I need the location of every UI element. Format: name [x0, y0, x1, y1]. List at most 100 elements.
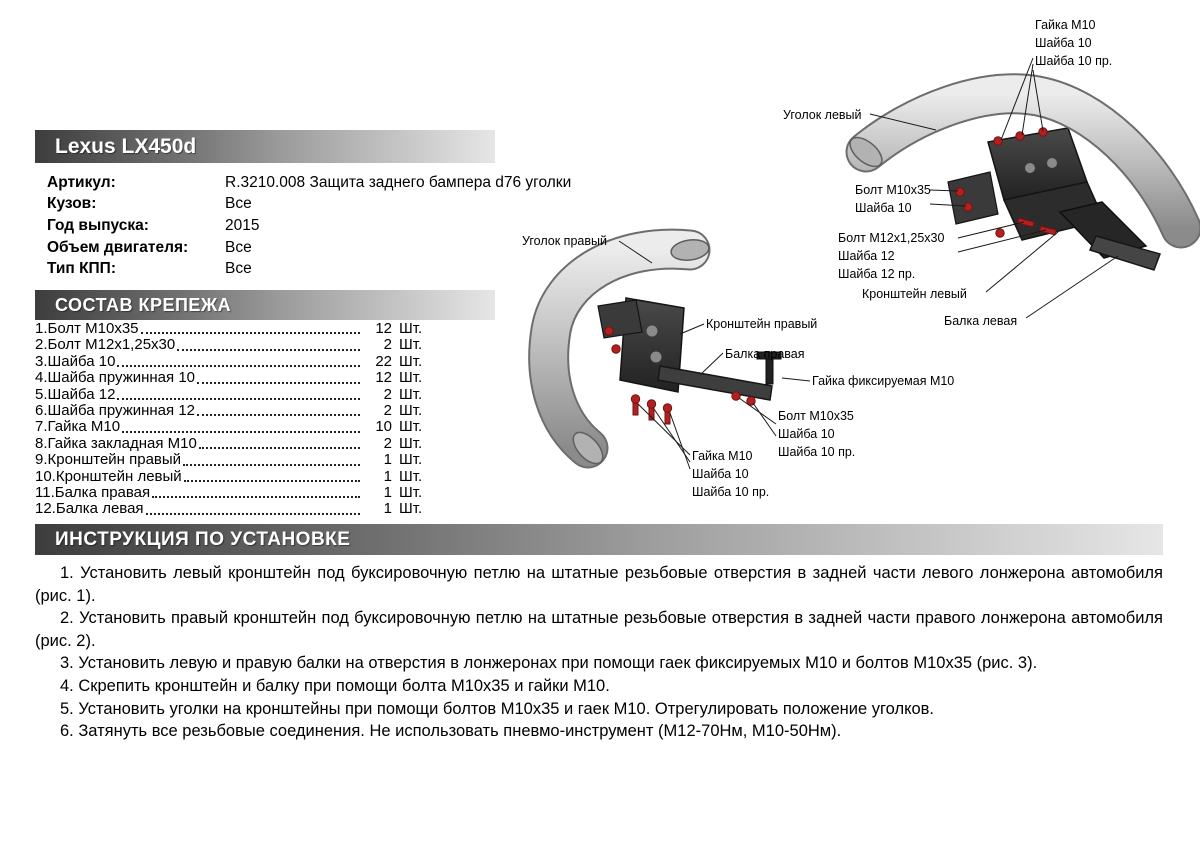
right-beam [657, 365, 773, 401]
instruction-step: 5. Установить уголки на кронштейны при п… [60, 699, 935, 718]
right-corner-tube [530, 230, 709, 467]
tube-end-cap [572, 431, 604, 465]
item-unit: Шт. [399, 369, 423, 387]
item-unit: Шт. [399, 418, 423, 436]
item-name: 1.Болт М10х35 [35, 320, 139, 337]
instructions-title: ИНСТРУКЦИЯ ПО УСТАНОВКЕ [55, 528, 351, 550]
label-fixing-nut: Гайка фиксируемая М10 [812, 374, 955, 388]
spec-row-body: Кузов: Все [47, 194, 667, 216]
instruction-steps: 1. Установить левый кронштейн под буксир… [35, 562, 1163, 743]
instruction-step: 4. Скрепить кронштейн и балку при помощи… [60, 676, 610, 695]
dotted-leader [122, 430, 360, 433]
spec-table: Артикул: R.3210.008 Защита заднего бампе… [47, 172, 667, 280]
item-name: 7.Гайка М10 [35, 418, 121, 436]
bracket-hole [650, 351, 662, 363]
spec-label: Объем двигателя: [47, 238, 189, 256]
spec-value: Все [225, 238, 252, 256]
item-qty: 2 [383, 336, 392, 354]
item-qty: 2 [383, 401, 392, 419]
dotted-leader [197, 414, 360, 417]
list-item: 7.Гайка М10 10 Шт. [35, 418, 435, 436]
red-bolts-upper [955, 127, 1057, 238]
dotted-leader [117, 397, 360, 400]
item-unit: Шт. [399, 451, 423, 469]
leader-lines [618, 57, 1119, 470]
assembly-diagram: Гайка М10 Шайба 10 Шайба 10 пр. Уголок л… [480, 0, 1200, 512]
spec-value: Все [225, 260, 252, 278]
list-item: 4.Шайба пружинная 10 12 Шт. [35, 369, 435, 387]
item-qty: 2 [383, 434, 392, 452]
item-qty: 1 [383, 483, 392, 501]
item-name: 10.Кронштейн левый [35, 467, 182, 485]
instruction-step: 2. Установить правый кронштейн под букси… [35, 609, 1163, 650]
label-beam-right: Балка правая [725, 347, 805, 361]
item-qty: 1 [383, 500, 392, 518]
item-qty: 1 [383, 467, 392, 485]
spec-row-gearbox: Тип КПП: Все [47, 258, 667, 280]
bracket-hole [1047, 158, 1057, 168]
spec-row-engine: Объем двигателя: Все [47, 237, 667, 259]
item-name: 11.Балка правая [35, 483, 151, 501]
left-corner-tube [847, 75, 1200, 247]
tube-end-cap [849, 136, 883, 168]
instructions-header-band: ИНСТРУКЦИЯ ПО УСТАНОВКЕ [35, 524, 1163, 555]
item-unit: Шт. [399, 352, 423, 370]
label-bolt-m10-lower: Болт М10х35 Шайба 10 Шайба 10 пр. [778, 409, 856, 459]
item-unit: Шт. [399, 385, 423, 403]
spec-value: Все [225, 195, 252, 213]
label-beam-left: Балка левая [944, 314, 1018, 328]
dotted-leader [152, 496, 360, 499]
item-qty: 12 [375, 320, 392, 337]
item-name: 4.Шайба пружинная 10 [35, 369, 195, 387]
dotted-leader [177, 348, 360, 351]
item-unit: Шт. [399, 467, 423, 485]
spec-label: Год выпуска: [47, 216, 149, 234]
right-corner-assembly [528, 228, 782, 469]
label-nut-m10-top: Гайка М10 Шайба 10 Шайба 10 пр. [1035, 18, 1113, 68]
item-qty: 22 [375, 352, 392, 370]
fixing-nut-pin [756, 351, 782, 385]
left-beam-end [1088, 235, 1161, 271]
spec-value: 2015 [225, 216, 260, 234]
label-bolt-m12: Болт М12х1,25х30 Шайба 12 Шайба 12 пр. [838, 231, 945, 281]
spec-row-article: Артикул: R.3210.008 Защита заднего бампе… [47, 172, 667, 194]
item-name: 12.Балка левая [35, 500, 144, 518]
diagram-drawing [528, 57, 1200, 470]
item-qty: 12 [375, 369, 392, 387]
bracket-hole [1025, 163, 1035, 173]
item-unit: Шт. [399, 483, 423, 501]
spec-label: Кузов: [47, 195, 97, 213]
spec-value: R.3210.008 Защита заднего бампера d76 уг… [225, 173, 572, 191]
spec-row-year: Год выпуска: 2015 [47, 215, 667, 237]
dotted-leader [197, 381, 360, 384]
label-corner-left: Уголок левый [783, 108, 862, 122]
list-item: 11.Балка правая 1 Шт. [35, 483, 435, 501]
label-bracket-left: Кронштейн левый [862, 287, 967, 301]
item-qty: 2 [383, 385, 392, 403]
fasteners-title: СОСТАВ КРЕПЕЖА [55, 294, 232, 315]
item-unit: Шт. [399, 320, 423, 337]
item-qty: 10 [375, 418, 392, 436]
list-item: 10.Кронштейн левый 1 Шт. [35, 467, 435, 485]
model-header-band: Lexus LX450d [35, 130, 495, 163]
label-nut-m10-bottom: Гайка М10 Шайба 10 Шайба 10 пр. [692, 449, 770, 499]
item-name: 8.Гайка закладная М10 [35, 434, 197, 452]
red-bolts-lower [604, 326, 756, 425]
dotted-leader [198, 447, 360, 450]
clamp-plate [947, 171, 999, 225]
dotted-leader [183, 479, 360, 482]
spec-label: Артикул: [47, 173, 116, 191]
item-unit: Шт. [399, 336, 423, 354]
label-corner-right: Уголок правый [522, 234, 607, 248]
dotted-leader [145, 512, 360, 515]
fasteners-header-band: СОСТАВ КРЕПЕЖА [35, 290, 495, 320]
instruction-step: 3. Установить левую и правую балки на от… [60, 654, 1038, 673]
item-name: 6.Шайба пружинная 12 [35, 401, 195, 419]
instruction-step: 1. Установить левый кронштейн под буксир… [35, 564, 1163, 605]
dotted-leader [183, 463, 360, 466]
